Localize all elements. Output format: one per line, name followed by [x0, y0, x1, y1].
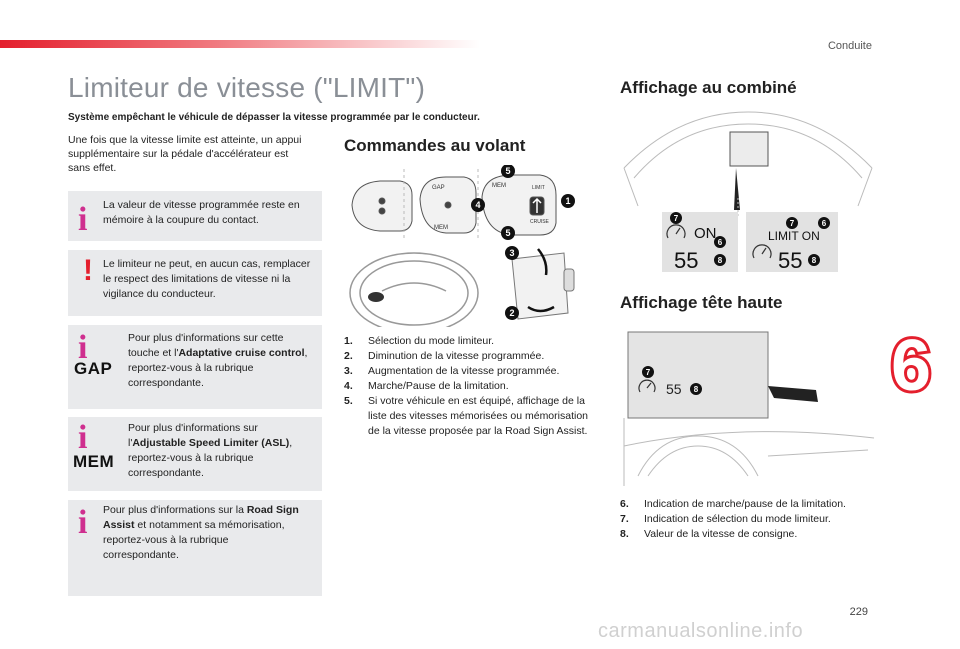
head-up-display-illustration: 55 7 8 — [618, 326, 880, 490]
note-text: La valeur de vitesse programmée reste en… — [103, 199, 300, 226]
callout-3 — [505, 246, 519, 260]
note-box-gap: i GAP Pour plus d'informations sur cette… — [68, 325, 322, 409]
right-stalk: MEM LIMIT CRUISE — [481, 174, 557, 236]
heading-commandes: Commandes au volant — [344, 136, 526, 155]
info-icon: i — [78, 419, 88, 456]
list-item: 7.Indication de sélection du mode limite… — [620, 513, 831, 525]
list-item: 5.Si votre véhicule en est équipé, affic… — [344, 395, 588, 437]
callout-7c — [642, 366, 654, 378]
speedometer-icon — [638, 379, 656, 393]
callout-8 — [714, 254, 726, 266]
callout-8b — [808, 254, 820, 266]
callout-2 — [505, 306, 519, 320]
list-item: 6.Indication de marche/pause de la limit… — [620, 498, 846, 510]
callout-3-label: 3 — [509, 248, 514, 258]
callout-8c — [690, 383, 702, 395]
list-item: 3.Augmentation de la vitesse programmée. — [344, 365, 560, 377]
note-text: Pour plus d'informations sur la Road Sig… — [103, 504, 299, 561]
steering-wheel-controls-illustration: GAP MEM MEM LIMIT CRUISE — [342, 164, 606, 334]
note-box-mem: i MEM Pour plus d'informations sur l'Adj… — [68, 417, 322, 491]
middle-stalk: GAP MEM — [419, 176, 477, 234]
intro-paragraph: Une fois que la vitesse limite est attei… — [68, 134, 302, 174]
section-name: Conduite — [827, 40, 872, 52]
note-text: Pour plus d'informations sur l'Adjustabl… — [128, 422, 293, 479]
callout-4-label: 4 — [475, 200, 480, 210]
list-item: 1.Sélection du mode limiteur. — [344, 335, 495, 347]
callout-6-label: 6 — [718, 238, 723, 247]
combine-right-speed: 55 — [778, 248, 802, 273]
callout-1 — [561, 194, 575, 208]
mem-label: MEM — [434, 225, 448, 231]
dashboard-outline — [623, 418, 875, 486]
commandes-list: 1.Sélection du mode limiteur. 2.Diminuti… — [344, 334, 600, 439]
note-box-warning: ! Le limiteur ne peut, en aucun cas, rem… — [68, 250, 322, 316]
callout-8b-label: 8 — [812, 256, 817, 265]
steering-wheel-icon — [349, 252, 479, 334]
instrument-cluster-illustration: ON 55 LIMIT ON 55 7 6 8 7 6 8 — [618, 108, 878, 280]
callout-6b-label: 6 — [822, 219, 827, 228]
limit-label: LIMIT — [532, 185, 545, 191]
callout-5b-label: 5 — [505, 228, 510, 238]
watermark: carmanualsonline.info — [598, 620, 804, 642]
cruise-label: CRUISE — [530, 219, 550, 225]
list-item: 8.Valeur de la vitesse de consigne. — [620, 528, 798, 540]
callout-7b — [786, 217, 798, 229]
header-accent-bar — [0, 40, 480, 48]
heading-combine: Affichage au combiné — [620, 78, 797, 97]
heading-tete-haute: Affichage tête haute — [620, 293, 783, 312]
gap-label: GAP — [432, 185, 445, 191]
note-text: Pour plus d'informations sur cette touch… — [128, 332, 308, 389]
callout-7-label: 7 — [674, 214, 679, 223]
info-icon: i — [78, 329, 88, 366]
callout-6b — [818, 217, 830, 229]
left-stalk — [351, 180, 413, 232]
mem-badge: MEM — [73, 452, 115, 471]
combine-left-speed: 55 — [674, 248, 698, 273]
chapter-number: 6 — [891, 326, 931, 404]
gap-badge: GAP — [74, 359, 113, 378]
callout-8-label: 8 — [718, 256, 723, 265]
callout-7b-label: 7 — [790, 219, 795, 228]
callout-7c-label: 7 — [646, 368, 651, 377]
page-title: Limiteur de vitesse ("LIMIT") — [68, 72, 426, 103]
callout-4 — [471, 198, 485, 212]
list-item: 2.Diminution de la vitesse programmée. — [344, 350, 545, 362]
list-item: 4.Marche/Pause de la limitation. — [344, 380, 509, 392]
warning-icon: ! — [83, 254, 93, 287]
page-number: 229 — [849, 606, 868, 618]
combine-right-state: LIMIT ON — [768, 229, 820, 243]
chapter-marker: 6 — [880, 322, 942, 409]
paddle-illustration — [511, 248, 575, 320]
pointer-arrow — [734, 168, 740, 210]
callout-7 — [670, 212, 682, 224]
callout-8c-label: 8 — [694, 385, 699, 394]
callout-5b — [501, 226, 515, 240]
note-box-road-sign: i Pour plus d'informations sur la Road S… — [68, 500, 322, 596]
info-icon: i — [78, 201, 88, 238]
mem-label-right: MEM — [492, 183, 506, 189]
callout-1-label: 1 — [565, 196, 570, 206]
hud-projector — [768, 386, 818, 402]
combine-left-state: ON — [694, 225, 717, 242]
note-box-memory: i La valeur de vitesse programmée reste … — [68, 191, 322, 241]
speedometer-icon — [752, 244, 772, 259]
tete-haute-list: 6.Indication de marche/pause de la limit… — [620, 497, 884, 542]
note-text: Le limiteur ne peut, en aucun cas, rempl… — [103, 258, 311, 300]
page-subtitle: Système empêchant le véhicule de dépasse… — [68, 112, 480, 123]
cluster-screen — [729, 131, 769, 167]
cluster-outline — [623, 111, 873, 207]
hud-speed: 55 — [666, 381, 682, 397]
callout-6 — [714, 236, 726, 248]
callout-5-label: 5 — [505, 166, 510, 176]
callout-2-label: 2 — [509, 308, 514, 318]
callout-5 — [501, 164, 515, 178]
speedometer-icon — [666, 224, 686, 239]
info-icon: i — [78, 504, 88, 541]
